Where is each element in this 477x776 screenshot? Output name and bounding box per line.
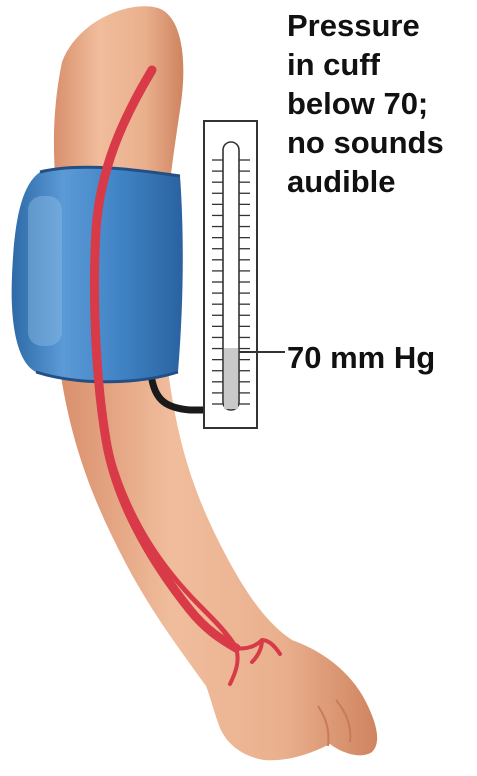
cuff-highlight <box>28 196 62 346</box>
gauge-reading-label: 70 mm Hg <box>287 340 435 376</box>
caption-line: Pressure <box>287 6 475 45</box>
caption-line: audible <box>287 162 475 201</box>
mercury-level <box>224 348 238 409</box>
caption-line: no sounds <box>287 123 475 162</box>
caption-line: below 70; <box>287 84 475 123</box>
caption: Pressure in cuff below 70; no sounds aud… <box>287 6 475 201</box>
caption-line: in cuff <box>287 45 475 84</box>
